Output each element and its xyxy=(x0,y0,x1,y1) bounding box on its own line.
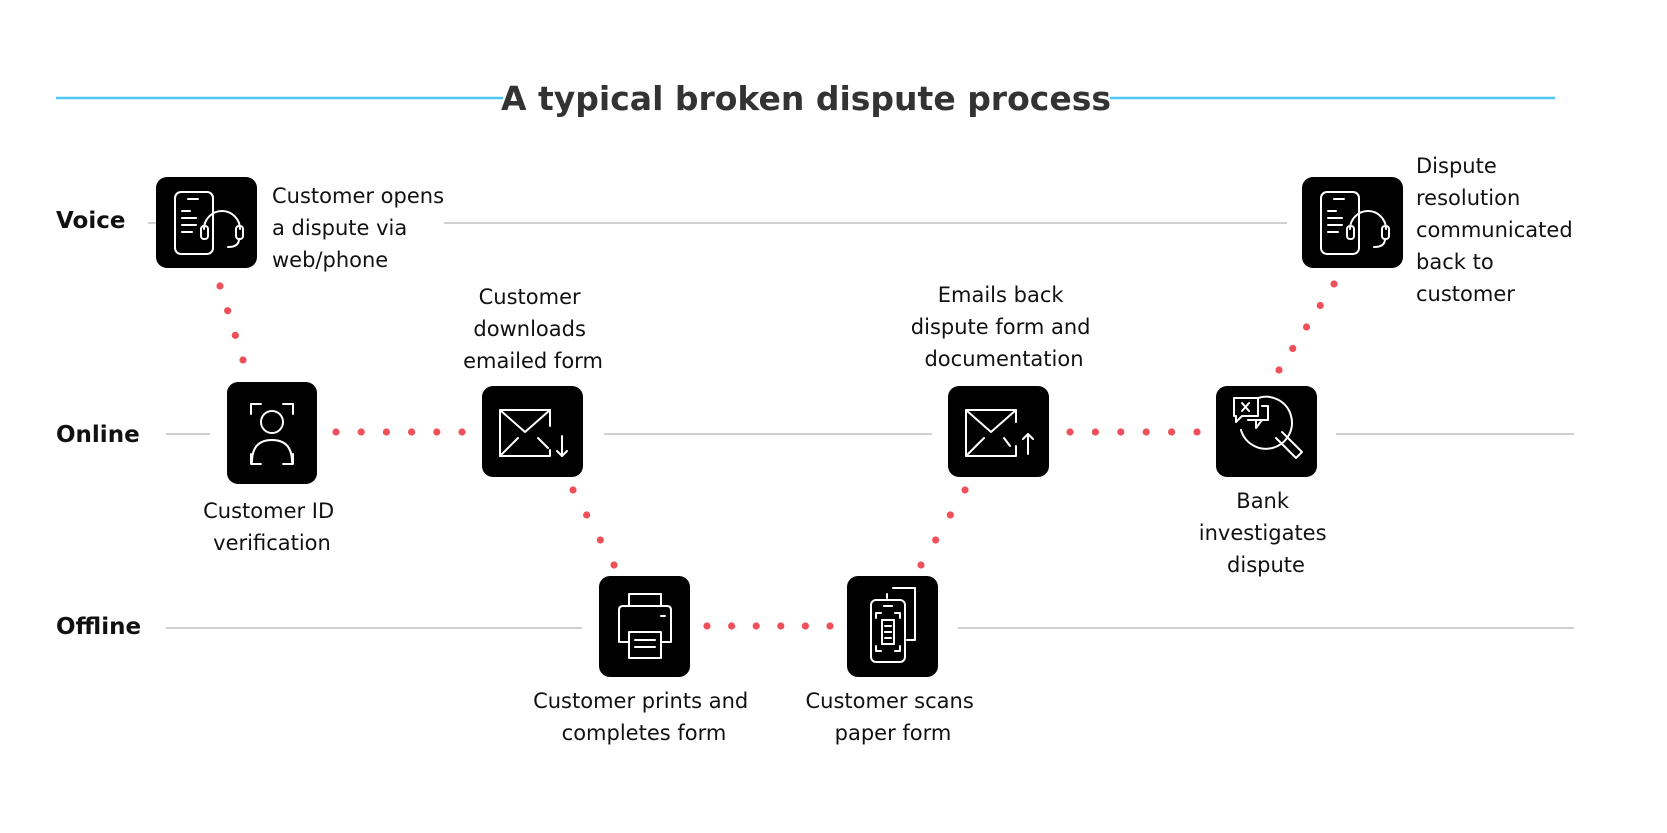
connector-dot xyxy=(961,486,969,494)
connector-dot xyxy=(433,428,441,436)
step-open-dispute: Customer opens a dispute via web/phone xyxy=(156,177,451,272)
connector-verify-download xyxy=(332,428,466,436)
step-id-verification: Customer ID verification xyxy=(203,382,341,555)
connector-dot xyxy=(583,511,591,519)
connector-dot xyxy=(357,428,365,436)
connector-open-verify xyxy=(216,282,247,364)
chat-search-icon xyxy=(1233,395,1303,459)
connector-dot xyxy=(917,561,925,569)
step-caption: Customer downloads emailed form xyxy=(463,285,603,373)
printer-icon xyxy=(618,593,672,659)
connector-email-investigate xyxy=(1066,428,1201,436)
node-box xyxy=(948,386,1049,477)
connector-dot xyxy=(1289,344,1297,353)
node-box xyxy=(156,177,257,268)
connector-dot xyxy=(1142,428,1150,436)
connector-print-scan xyxy=(703,622,834,630)
connector-dot xyxy=(1091,428,1099,436)
diagram-title: A typical broken dispute process xyxy=(501,79,1111,118)
connector-dot xyxy=(382,428,390,436)
phone-headset-icon xyxy=(174,191,244,255)
connector-dot xyxy=(332,428,340,436)
connector-dot xyxy=(826,622,834,630)
lane-label-offline: Offline xyxy=(56,614,141,640)
connector-dot xyxy=(1193,428,1201,436)
node-box xyxy=(599,576,690,677)
connector-dot xyxy=(408,428,416,436)
connector-scan-email xyxy=(917,486,969,569)
lane-lines xyxy=(148,222,1574,629)
connector-dot xyxy=(946,511,954,519)
node-box xyxy=(482,386,583,477)
connector-investigate-resolve xyxy=(1275,280,1338,374)
connector-dot xyxy=(231,331,239,339)
step-print-form: Customer prints and completes form xyxy=(533,576,755,745)
phone-headset-icon xyxy=(1320,191,1390,255)
lane-label-online: Online xyxy=(56,422,140,448)
node-box xyxy=(1302,177,1403,268)
connector-dot xyxy=(752,622,760,630)
step-email-back: Emails back dispute form and documentati… xyxy=(911,283,1097,477)
step-resolution-communicated: Dispute resolution communicated back to … xyxy=(1302,154,1579,306)
connector-dot xyxy=(777,622,785,630)
step-caption: Bank investigates dispute xyxy=(1199,489,1333,577)
step-caption: Customer opens a dispute via web/phone xyxy=(272,184,451,272)
connector-dot xyxy=(239,356,247,364)
connector-dot xyxy=(224,307,232,315)
step-caption: Customer scans paper form xyxy=(806,689,981,745)
step-caption: Customer ID verification xyxy=(203,499,341,555)
face-id-icon xyxy=(250,403,294,465)
connector-dot xyxy=(216,282,224,290)
connector-dot xyxy=(1302,323,1311,331)
mail-download-icon xyxy=(499,409,568,457)
mail-upload-icon xyxy=(965,409,1034,457)
step-caption: Customer prints and completes form xyxy=(533,689,755,745)
connector-dot xyxy=(728,622,736,630)
connector-dot xyxy=(1117,428,1125,436)
step-caption: Emails back dispute form and documentati… xyxy=(911,283,1097,371)
step-scan-form: Customer scans paper form xyxy=(806,576,981,745)
connector-dot xyxy=(801,622,810,630)
connector-dot xyxy=(1316,301,1324,310)
connector-dot xyxy=(932,536,940,544)
connector-dot xyxy=(610,561,618,569)
connector-dot xyxy=(1330,280,1338,288)
node-box xyxy=(1216,386,1317,477)
step-download-form: Customer downloads emailed form xyxy=(463,285,603,477)
lane-label-voice: Voice xyxy=(56,208,125,234)
step-caption: Dispute resolution communicated back to … xyxy=(1416,154,1579,306)
connector-dot xyxy=(703,622,711,630)
phone-scan-icon xyxy=(870,587,916,663)
connector-dot xyxy=(458,428,466,436)
connector-dot xyxy=(596,536,604,544)
connector-dot xyxy=(1066,428,1074,436)
connector-dot xyxy=(1275,366,1283,374)
connector-download-print xyxy=(569,486,618,569)
connector-dot xyxy=(1168,428,1176,436)
step-bank-investigates: Bank investigates dispute xyxy=(1199,386,1333,577)
connector-dot xyxy=(569,486,577,494)
dotted-connectors xyxy=(216,280,1338,630)
